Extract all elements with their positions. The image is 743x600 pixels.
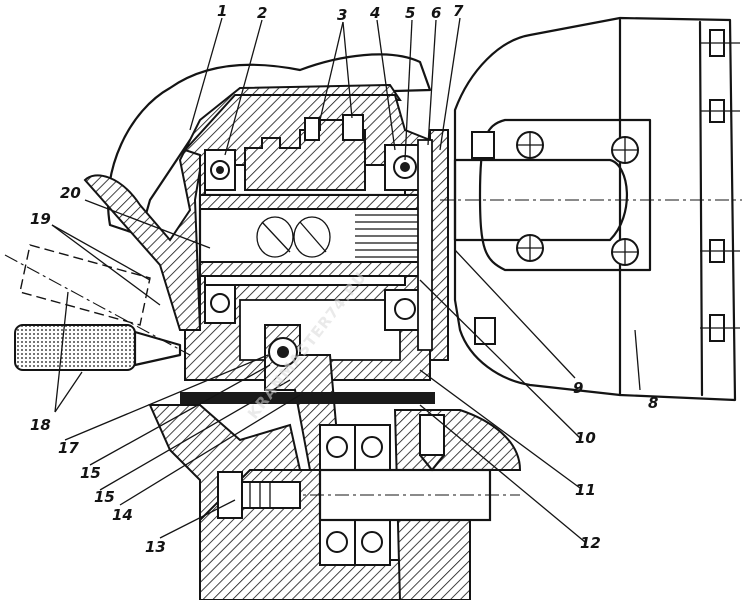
motor-edge-bolts — [700, 29, 740, 342]
callout-15b: 15 — [94, 488, 115, 506]
callout-3: 3 — [337, 6, 347, 24]
flange-bolt-bottom — [474, 317, 496, 345]
callout-14: 14 — [112, 506, 133, 524]
callout-19: 19 — [30, 210, 51, 228]
plug-12 — [419, 414, 445, 456]
motor-bolts — [516, 131, 639, 266]
callout-1: 1 — [217, 2, 227, 20]
handle-neck — [133, 330, 182, 367]
shaft-hatch-bottom — [199, 261, 441, 277]
callout-10: 10 — [575, 429, 596, 447]
callout-6: 6 — [431, 4, 441, 22]
shaft-inner-detail — [256, 216, 331, 258]
callout-7: 7 — [453, 2, 464, 20]
callout-labels: 1 2 3 4 5 6 7 20 19 18 17 15 15 14 13 8 … — [30, 2, 658, 556]
callout-17: 17 — [58, 439, 79, 457]
motor-mount-plate — [478, 118, 652, 272]
callout-8: 8 — [648, 394, 658, 412]
handle-alt-position — [19, 244, 151, 326]
gear-3-tooth-a — [304, 117, 320, 141]
leader-lines — [51, 17, 641, 543]
handle-grip — [14, 324, 136, 371]
gear-3-tooth-b — [342, 114, 364, 141]
callout-18: 18 — [30, 416, 51, 434]
callout-2: 2 — [257, 4, 267, 22]
callout-4: 4 — [369, 4, 380, 22]
motor-body-8 — [453, 16, 737, 402]
bolt-13-shank — [241, 481, 301, 509]
housing-casting-outline — [107, 53, 432, 237]
shaft-hatch-top — [199, 194, 441, 210]
housing-base-hatch — [83, 83, 402, 331]
shift-rod — [180, 392, 435, 404]
flange-bolt-top — [471, 131, 495, 159]
callout-9: 9 — [573, 379, 583, 397]
callout-15a: 15 — [80, 464, 101, 482]
motor-shaft-boss — [453, 158, 629, 242]
callout-11: 11 — [575, 481, 596, 499]
coupling-ring — [417, 139, 433, 351]
callout-5: 5 — [405, 4, 415, 22]
callout-12: 12 — [580, 534, 601, 552]
callout-13: 13 — [145, 538, 166, 556]
callout-20: 20 — [60, 184, 81, 202]
bolt-13-head — [217, 471, 243, 519]
